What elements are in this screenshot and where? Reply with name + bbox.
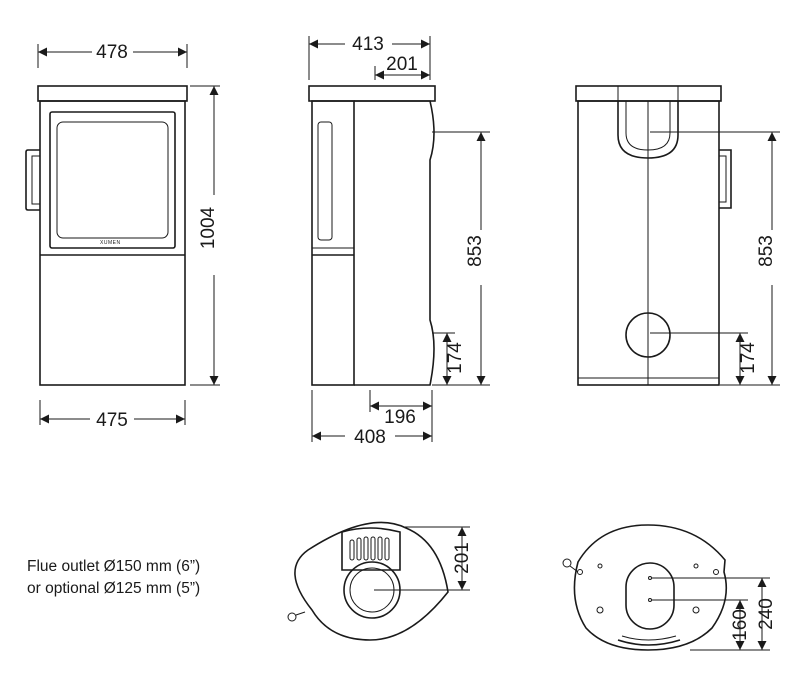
- bottom-air-intake: [625, 562, 675, 630]
- side-view: 413 201 853 174 196 408: [308, 34, 490, 448]
- dim-front-height: 1004: [198, 206, 219, 249]
- dim-side-bottom-offset: 196: [384, 407, 416, 428]
- front-body: [39, 100, 186, 386]
- dim-rear-intake-height: 174: [738, 342, 759, 374]
- front-logo: XUMEN: [100, 240, 121, 246]
- rear-top-plate: [575, 85, 722, 102]
- dim-side-flue-offset: 201: [386, 54, 418, 75]
- flue-note-line1: Flue outlet Ø150 mm (6”): [27, 558, 201, 575]
- top-vent-grille: [341, 527, 401, 571]
- bottom-knob: [562, 558, 572, 568]
- side-top-plate: [308, 85, 436, 102]
- front-door-frame: [49, 111, 176, 249]
- rear-outlet-loop: [617, 101, 679, 159]
- side-door-section: [311, 100, 355, 386]
- top-knob: [287, 612, 297, 622]
- dim-front-width-top: 478: [96, 42, 128, 63]
- dim-bottom-connection-a: 240: [756, 598, 777, 630]
- grille-slots: [349, 536, 390, 561]
- front-door-handle: [25, 149, 40, 211]
- dim-side-depth-top: 413: [352, 34, 384, 55]
- top-outline: [294, 521, 449, 641]
- top-view: 201: [287, 521, 473, 641]
- rear-view: 853 174: [575, 85, 780, 386]
- bottom-view: 240 160: [562, 524, 777, 651]
- dim-bottom-connection-b: 160: [730, 609, 751, 641]
- bottom-grille: [617, 639, 681, 646]
- front-door-handle-inner: [31, 155, 40, 205]
- dim-front-width-bottom: 475: [96, 410, 128, 431]
- dim-side-outlet-height: 853: [465, 235, 486, 267]
- flue-note-line2: or optional Ø125 mm (5”): [27, 580, 201, 597]
- dim-side-intake-height: 174: [445, 342, 466, 374]
- front-door-glass: [56, 121, 169, 239]
- flue-outlet-note: Flue outlet Ø150 mm (6”) or optional Ø12…: [27, 556, 200, 600]
- bottom-outline: [573, 524, 728, 651]
- dim-rear-outlet-height: 853: [756, 235, 777, 267]
- rear-air-intake: [625, 312, 671, 358]
- side-body: [354, 100, 435, 386]
- rear-handle: [719, 149, 732, 209]
- front-view: XUMEN 478 475 1004: [25, 42, 220, 431]
- dim-top-flue-offset: 201: [452, 542, 473, 574]
- front-top-plate: [37, 85, 188, 102]
- dim-side-depth-bottom: 408: [354, 427, 386, 448]
